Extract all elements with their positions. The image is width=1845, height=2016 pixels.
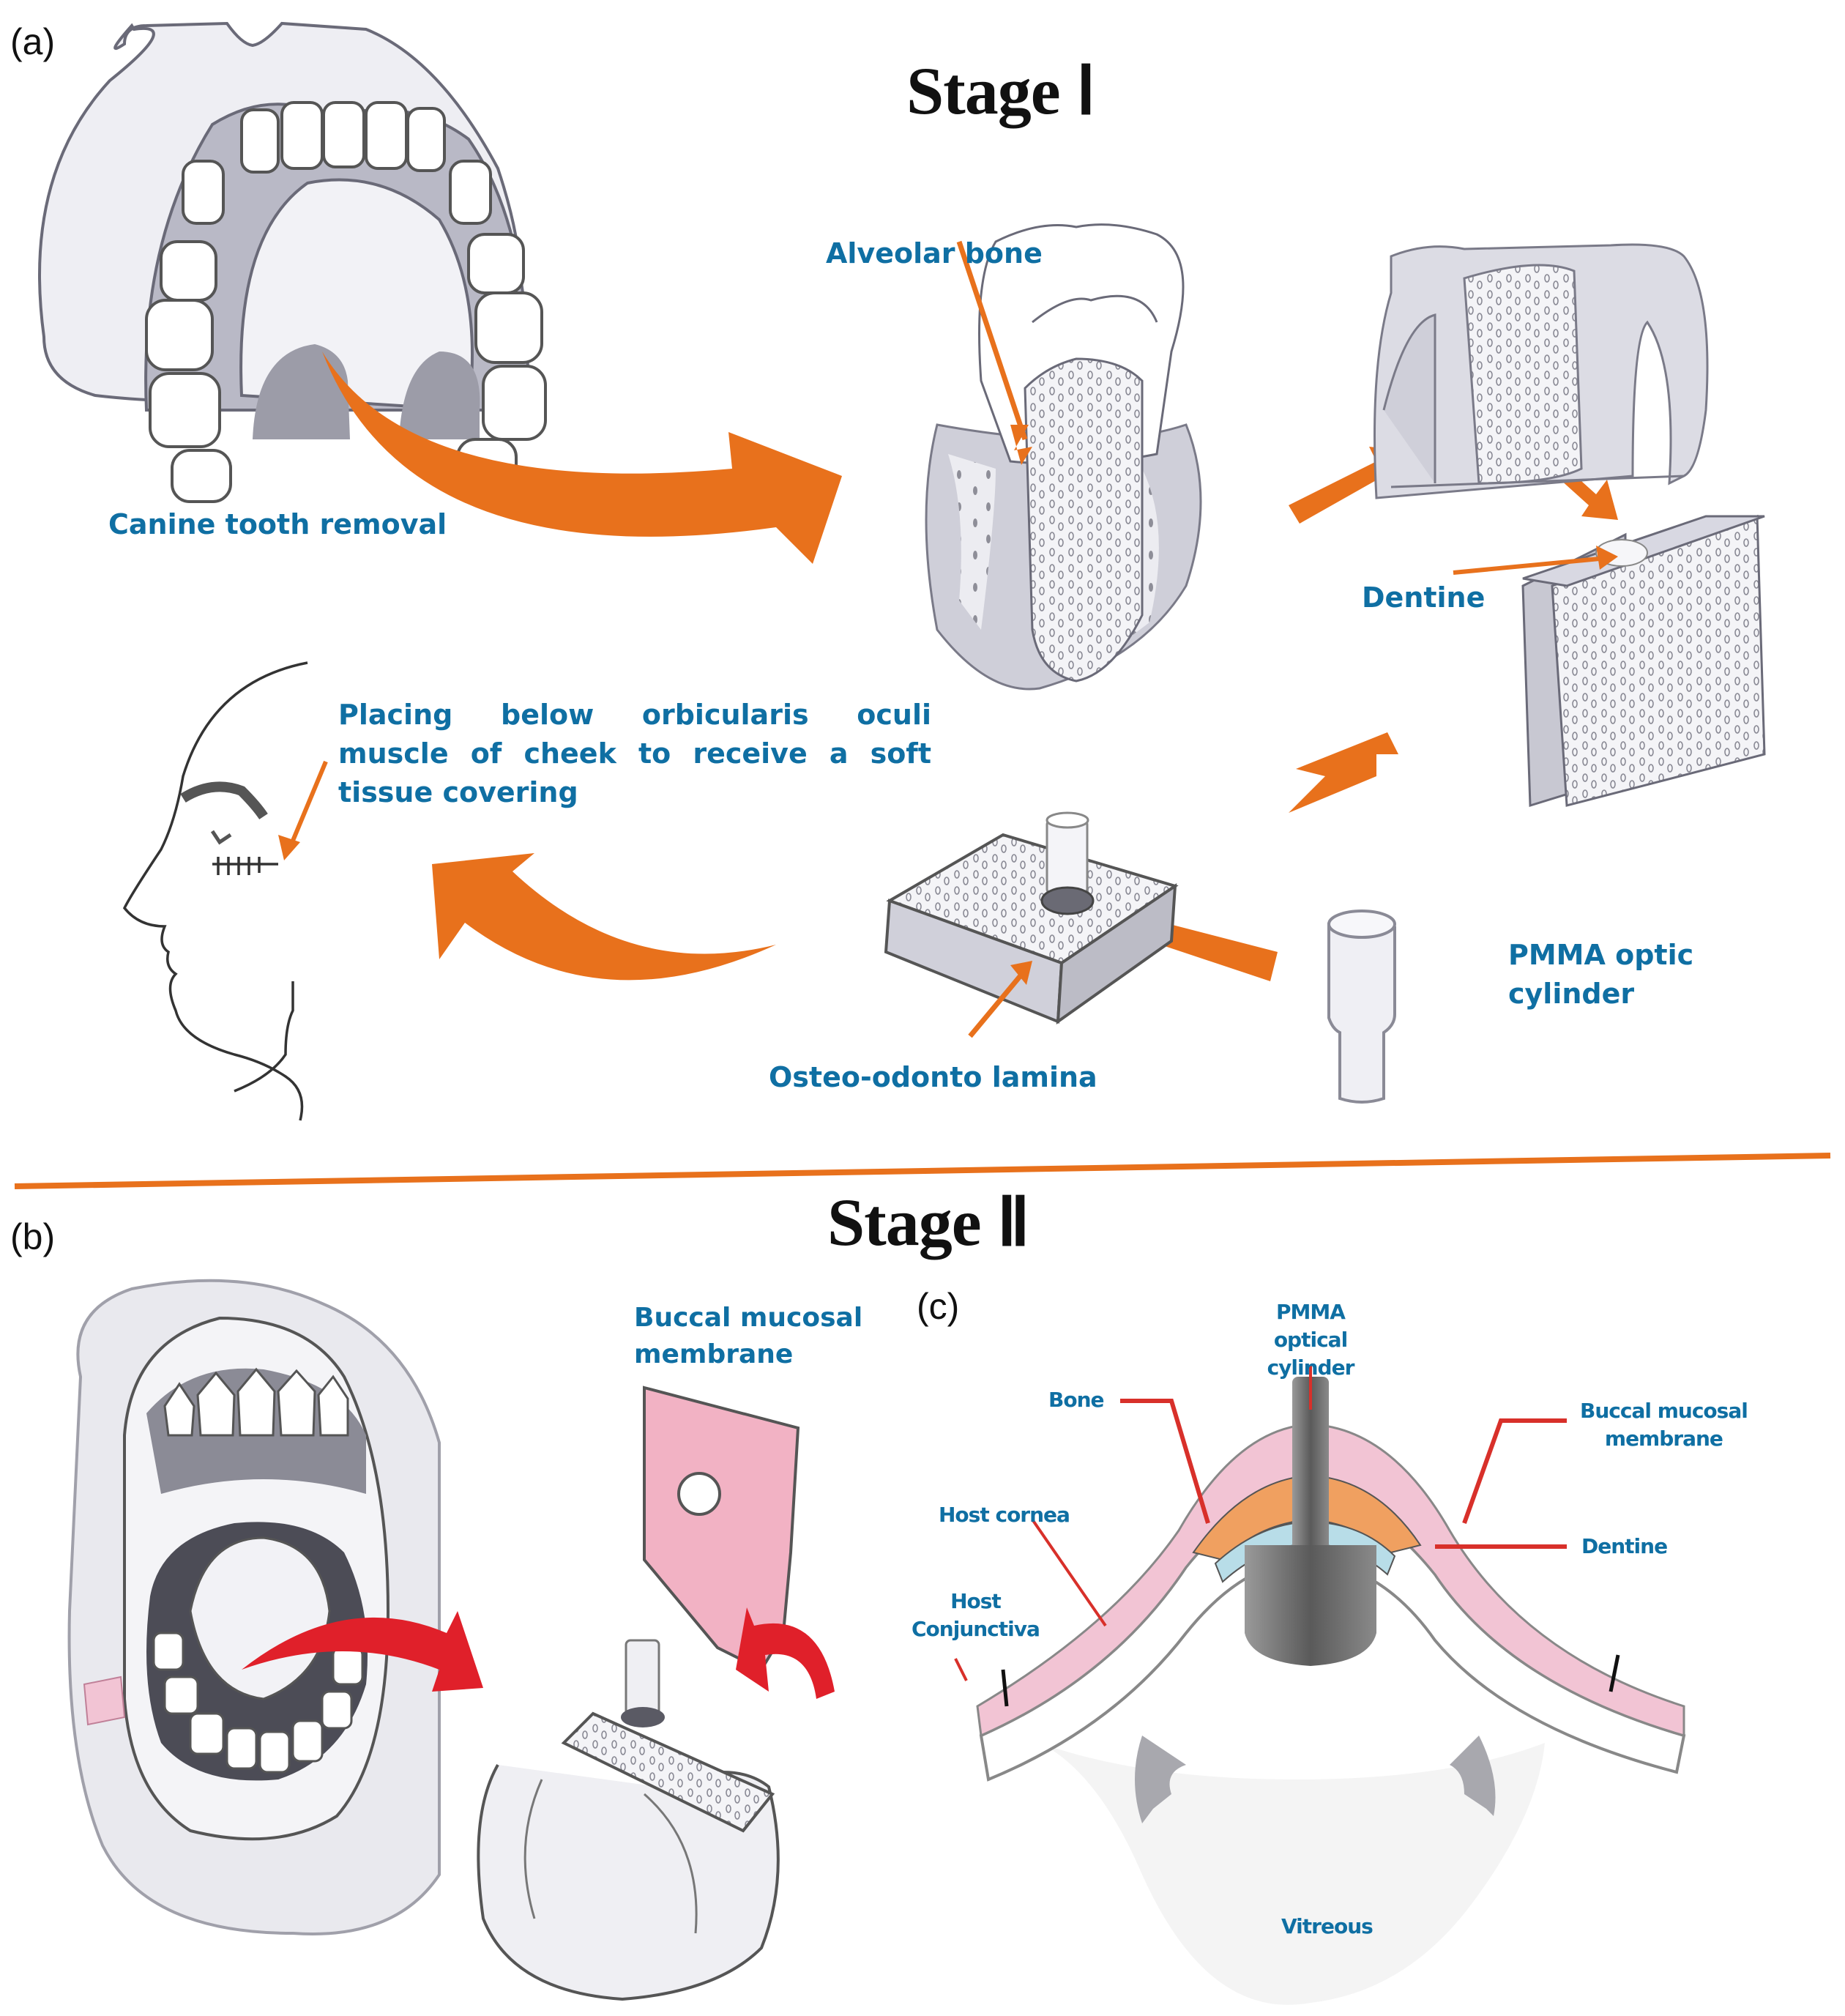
curved-arrow-jaw-to-tooth (322, 352, 842, 564)
host-conj-line-2: Conjunctiva (912, 1616, 1040, 1641)
pmma-c-line-1: PMMA optical (1273, 1300, 1348, 1352)
label-bone-c: Bone (1048, 1388, 1105, 1412)
stage-1-title: Stage Ⅰ (906, 53, 1096, 128)
lamina-pointer (968, 968, 1027, 1038)
panel-c-pointers (954, 1366, 1567, 1681)
panel-label-a: (a) (10, 21, 56, 62)
label-vitreous: Vitreous (1281, 1914, 1374, 1938)
placing-line-2: muscle of cheek to receive a soft (338, 737, 931, 770)
bone-block-slab-drawing (1521, 514, 1766, 808)
pmma-c-line-2: cylinder (1267, 1355, 1355, 1380)
arrow-block-to-lamina (1289, 732, 1398, 813)
stage-2-title: Stage Ⅱ (827, 1185, 1030, 1260)
tooth-cross-section-drawing (925, 223, 1202, 691)
buccal-b-line-1: Buccal mucosal (634, 1303, 863, 1333)
stage-divider (14, 1153, 1831, 1189)
keratoprosthesis-cross-section (976, 1377, 1686, 2005)
panel-label-c: (c) (917, 1286, 960, 1327)
open-mouth-drawing (67, 1279, 441, 1935)
osteo-odonto-lamina-drawing (884, 811, 1179, 1025)
label-placing-description: Placing below orbicularis oculi muscle o… (338, 696, 931, 813)
label-buccal-mucosal-membrane-b: Buccal mucosal membrane (634, 1300, 862, 1374)
label-dentine: Dentine (1362, 581, 1486, 614)
pmma-line-2: cylinder (1508, 978, 1635, 1011)
panel-label-b: (b) (10, 1216, 56, 1257)
eye-with-lamina-drawing (477, 1385, 800, 2001)
cheek-pointer (287, 760, 328, 851)
label-buccal-mucosal-membrane-c: Buccal mucosal membrane (1580, 1397, 1748, 1453)
label-canine-tooth-removal: Canine tooth removal (108, 508, 447, 540)
placing-line-1: Placing below orbicularis oculi (338, 699, 931, 731)
pmma-line-1: PMMA optic (1508, 939, 1694, 971)
curved-arrow-lamina-to-head (432, 853, 776, 981)
label-host-cornea: Host cornea (939, 1503, 1070, 1527)
red-curved-arrow-mouth-to-eye (242, 1611, 483, 1692)
host-conj-line-1: Host (950, 1589, 1002, 1613)
head-profile-drawing (122, 661, 308, 1121)
label-pmma-optic-cylinder: PMMA optic cylinder (1508, 936, 1693, 1013)
dentine-pointer (1453, 556, 1608, 575)
red-curved-arrow-fold-membrane (736, 1607, 835, 1699)
label-osteo-odonto-lamina: Osteo-odonto lamina (769, 1061, 1097, 1093)
placing-line-3: tissue covering (338, 776, 578, 809)
label-pmma-optical-cylinder-c: PMMA optical cylinder (1241, 1298, 1380, 1381)
buccal-c-line-1: Buccal mucosal (1580, 1399, 1748, 1423)
label-host-conjunctiva: Host Conjunctiva (912, 1588, 1040, 1643)
buccal-c-line-2: membrane (1604, 1426, 1723, 1451)
upper-jaw-drawing (38, 21, 547, 503)
label-alveolar-bone: Alveolar bone (826, 237, 1043, 269)
pmma-cylinder-drawing (1327, 910, 1396, 1104)
label-dentine-c: Dentine (1581, 1534, 1668, 1558)
alveolar-bone-pointer (956, 240, 1028, 441)
buccal-b-line-2: membrane (634, 1339, 794, 1370)
bone-block-top-drawing (1374, 243, 1709, 499)
